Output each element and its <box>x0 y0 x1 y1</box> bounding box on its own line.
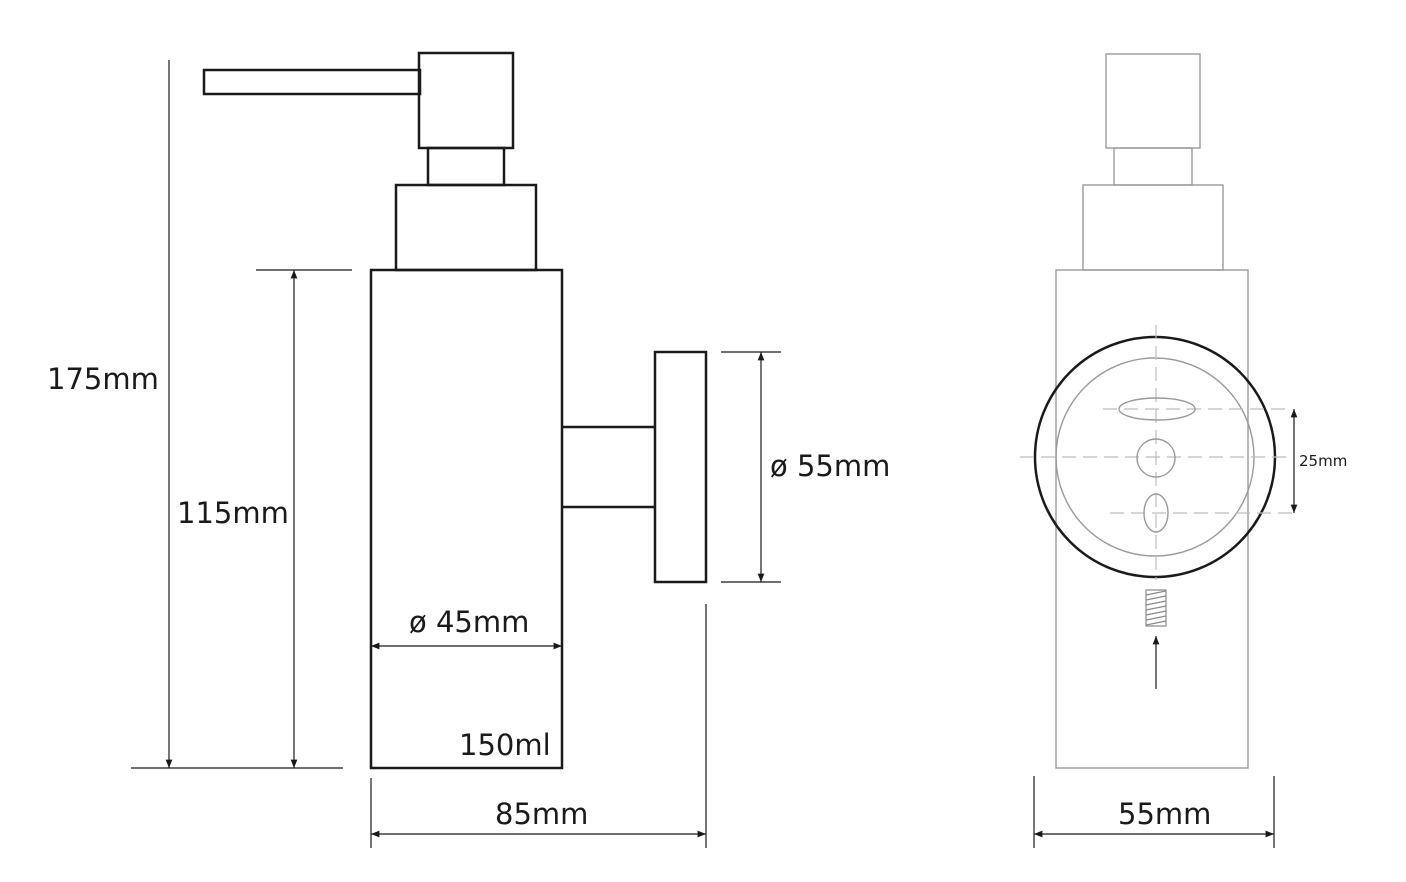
bottom-slot-hole <box>1143 493 1169 533</box>
front-pump-neck <box>1113 147 1193 186</box>
top-slot-hole <box>1118 397 1196 421</box>
label-depth: 85mm <box>495 797 588 831</box>
front-pump-head <box>1105 53 1201 149</box>
front-view <box>1055 53 1255 769</box>
label-hole-spacing: 25mm <box>1299 452 1347 470</box>
set-screw <box>1145 589 1167 627</box>
pump-neck <box>426 146 506 187</box>
pump-spout <box>202 68 422 96</box>
label-front-width: 55mm <box>1118 797 1211 831</box>
front-centerlines <box>1020 325 1292 580</box>
side-view <box>202 51 708 770</box>
wall-mount-plate <box>653 350 708 584</box>
label-body-diameter: ø 45mm <box>409 605 529 639</box>
label-capacity: 150ml <box>459 728 551 762</box>
label-height-body: 115mm <box>177 496 289 530</box>
label-height-total: 175mm <box>47 362 159 396</box>
side-view-dimensions <box>131 60 781 848</box>
pump-head <box>417 51 515 150</box>
front-pump-collar <box>1082 184 1224 271</box>
center-hole <box>1136 438 1176 478</box>
front-width-dimension <box>1033 776 1275 848</box>
label-mount-diameter: ø 55mm <box>770 449 890 483</box>
pump-collar <box>394 183 538 272</box>
bottle-body <box>369 268 564 770</box>
front-bottle-body <box>1055 269 1249 769</box>
mounting-holes <box>1118 397 1196 533</box>
